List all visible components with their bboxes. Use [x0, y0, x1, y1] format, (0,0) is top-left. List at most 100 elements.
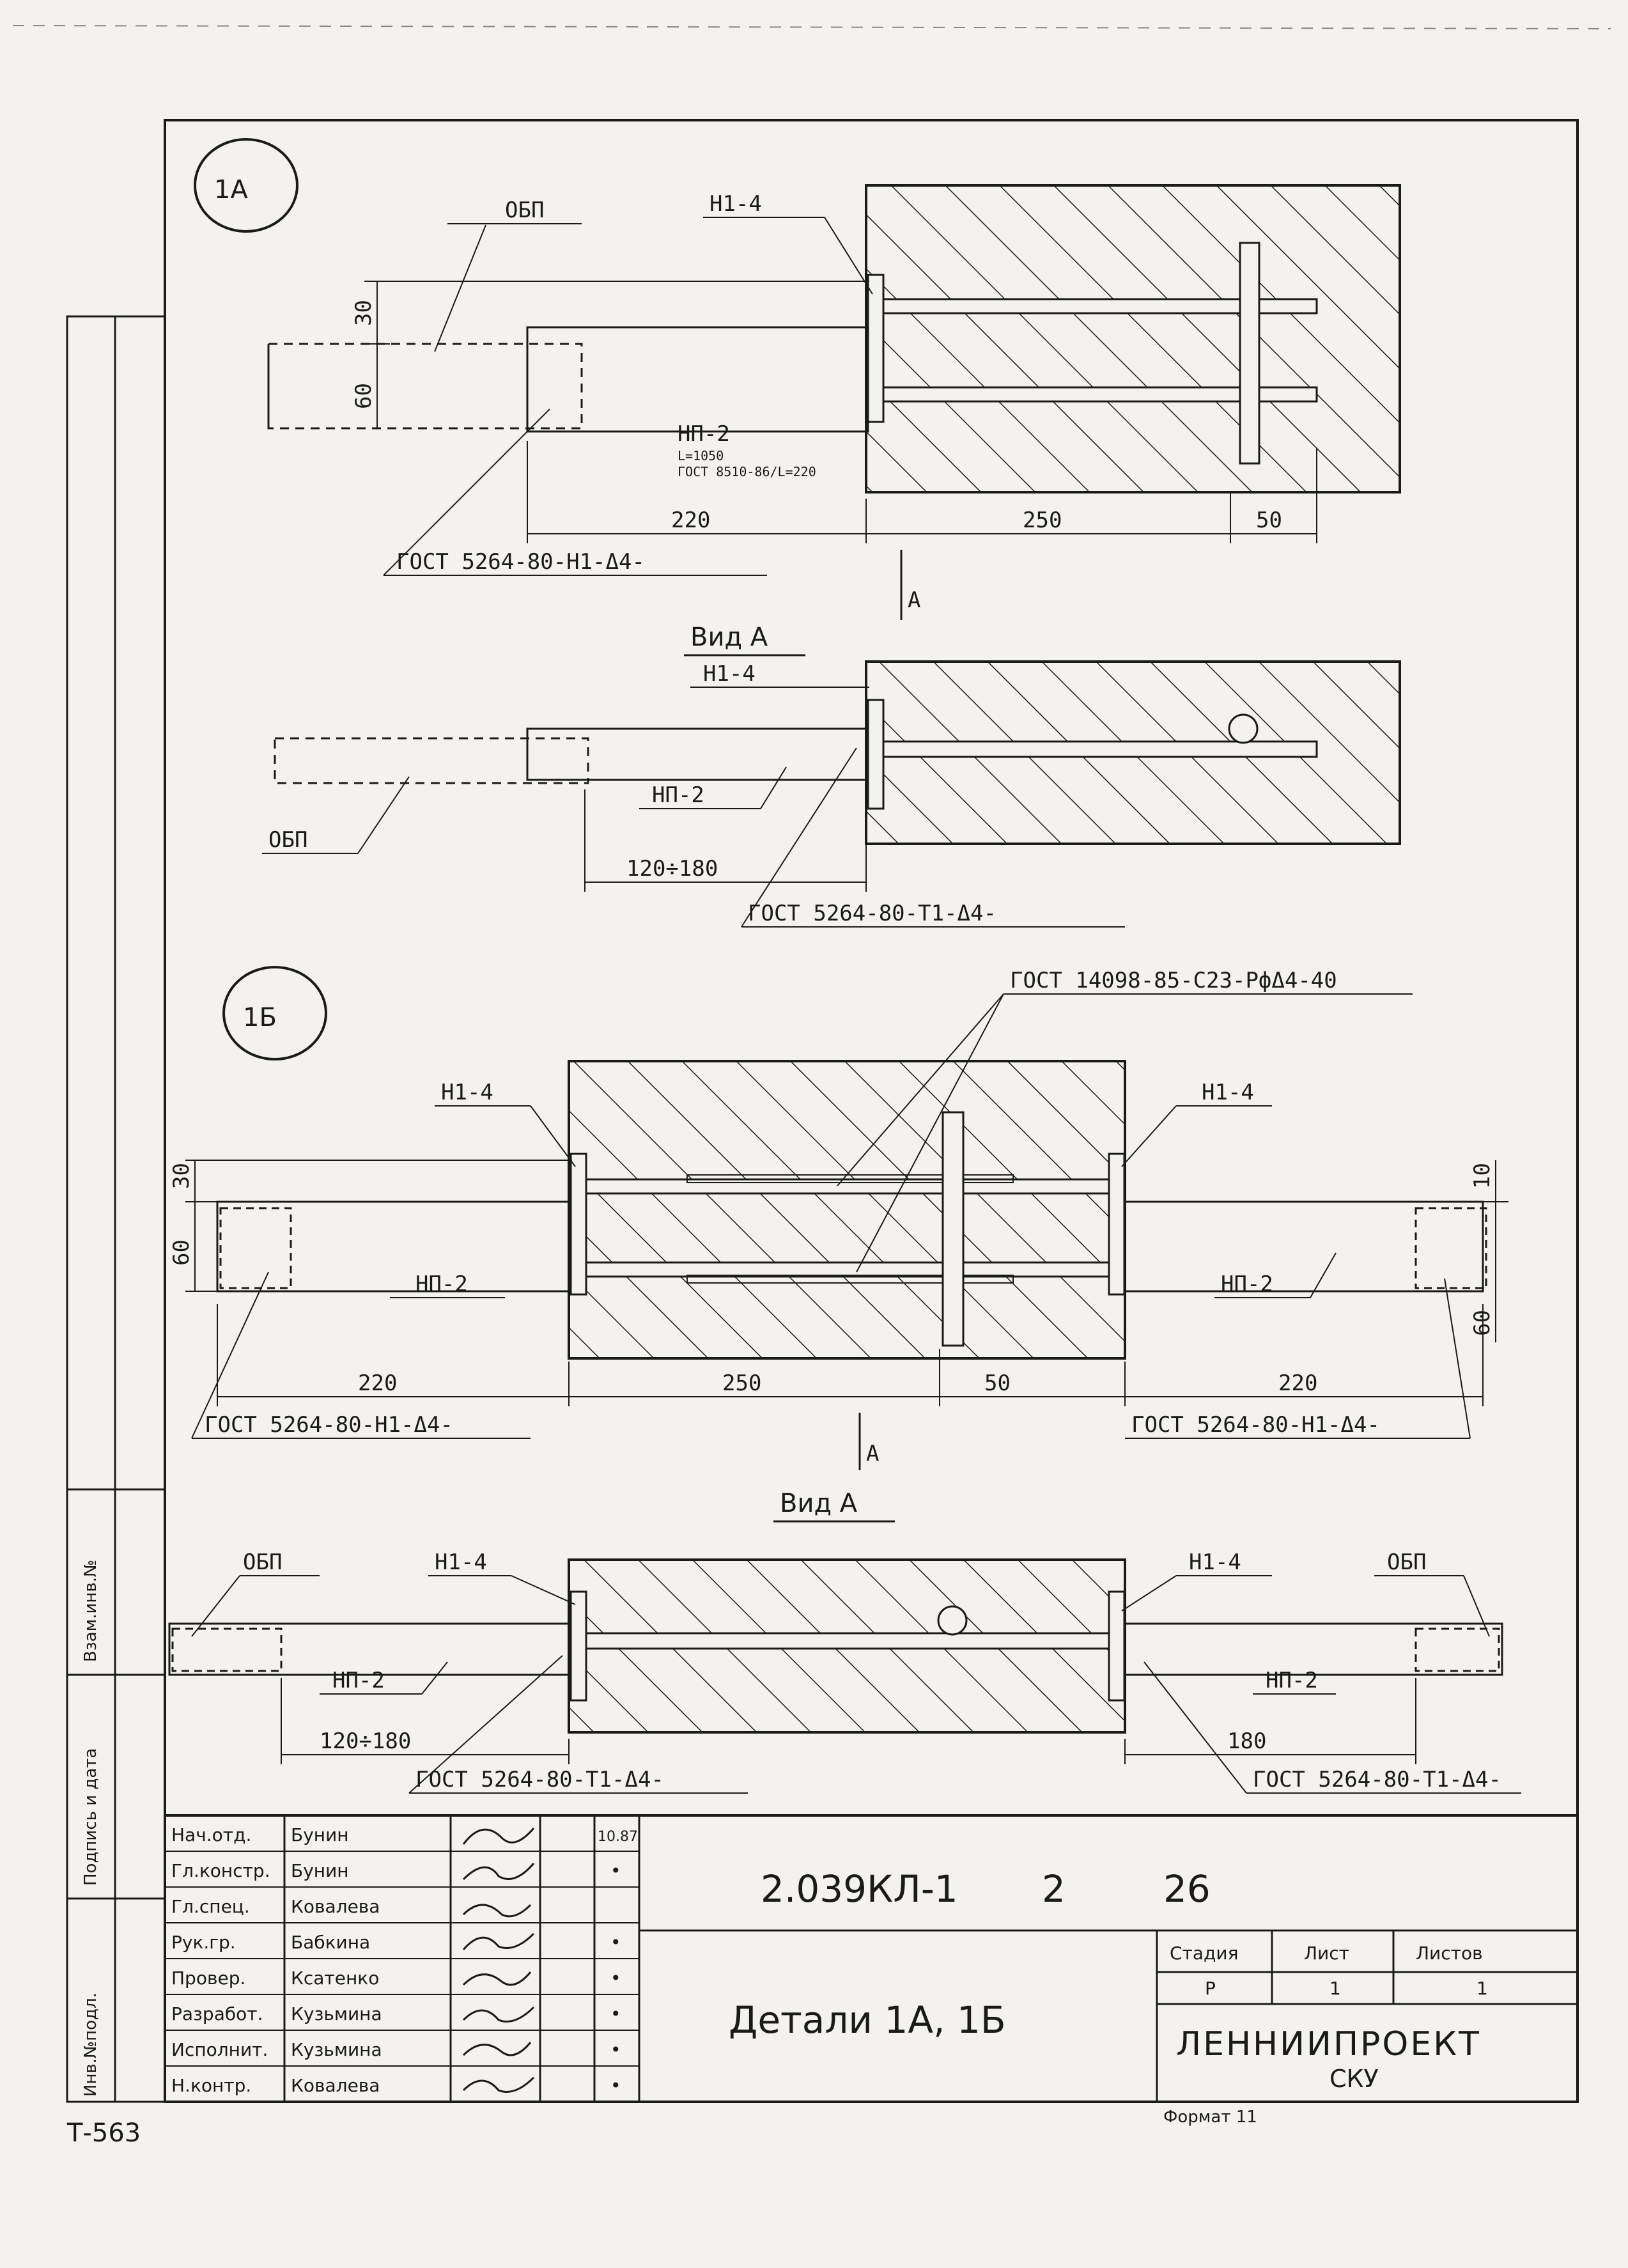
plate-n1-1a: [867, 274, 885, 423]
detail-1b: 1Б 30 60 10 60: [169, 966, 1508, 1470]
plate-n1-view-1b-right: [1108, 1590, 1126, 1702]
svg-text:Бабкина: Бабкина: [291, 1932, 370, 1953]
stage-label: Стадия: [1170, 1943, 1238, 1964]
label-n1-1a: Н1-4: [709, 191, 762, 217]
svg-text:220: 220: [671, 508, 710, 533]
plate-n1-1b-right: [1108, 1153, 1126, 1296]
view-title-1a: Вид А: [690, 623, 768, 652]
org-sub: СКУ: [1330, 2065, 1379, 2093]
stamp-replace-inv: Взам.инв.№: [81, 1560, 100, 1662]
sheets-value: 1: [1477, 1978, 1488, 1999]
svg-text:НП-2: НП-2: [1266, 1668, 1318, 1693]
detail-1a: 1А 30 60 220 250 50: [194, 138, 1401, 620]
svg-text:Гл.спец.: Гл.спец.: [171, 1896, 250, 1917]
svg-text:Бунин: Бунин: [291, 1860, 349, 1881]
svg-text:220: 220: [358, 1371, 397, 1396]
weld-note-view-1b-left: ГОСТ 5264-80-Т1-Δ4-: [415, 1767, 664, 1792]
svg-text:1А: 1А: [214, 175, 248, 205]
beam-np2-view-1b-left: [168, 1622, 572, 1676]
anchor-rod-view-1b: [577, 1632, 1120, 1650]
plate-n1-view-1b-left: [570, 1590, 587, 1702]
section-arrow-1b: А: [866, 1441, 879, 1466]
concrete-wall-1a: [865, 184, 1401, 493]
view-title-1b: Вид А: [780, 1489, 858, 1518]
sheet-ref: Т-563: [66, 2118, 141, 2148]
svg-text:НП-2: НП-2: [652, 782, 704, 808]
svg-text:120÷180: 120÷180: [626, 856, 718, 882]
element-obp-1a: [267, 343, 583, 430]
svg-text:НП-2: НП-2: [332, 1668, 385, 1693]
paper-format: Формат 11: [1163, 2108, 1257, 2127]
doc-code: 2.039КЛ-1: [761, 1867, 958, 1911]
anchor-rod-1b-upper: [577, 1178, 1120, 1195]
plate-n1-1b-left: [570, 1153, 587, 1296]
svg-text:120÷180: 120÷180: [320, 1728, 411, 1754]
sheet-value: 1: [1330, 1978, 1341, 1999]
svg-text:220: 220: [1278, 1371, 1317, 1396]
svg-text:Н1-4: Н1-4: [441, 1080, 493, 1105]
side-stamp: Взам.инв.№ Подпись и дата Инв.№подл.: [66, 315, 166, 2103]
svg-text:30: 30: [351, 300, 376, 326]
svg-text:НП-2: НП-2: [415, 1271, 468, 1297]
svg-text:250: 250: [1023, 508, 1062, 533]
plate-mid-1b: [942, 1111, 965, 1347]
svg-text:Ковалева: Ковалева: [291, 1896, 380, 1917]
sheets-label: Листов: [1416, 1943, 1483, 1964]
obp-end-1b-left: [219, 1207, 292, 1289]
view-a-1b: Вид А ОБП ОБП Н1-4 Н1-4 НП-2 НП-2 120÷18…: [168, 1489, 1521, 1794]
beam-np2-1a: [526, 326, 869, 433]
people-table: Нач.отд. Бунин 10.87 Гл.констр. Бунин • …: [171, 1824, 638, 2096]
svg-text:250: 250: [722, 1371, 761, 1396]
anchor-rod-view-1a: [881, 740, 1318, 758]
anchor-rod-1b-lower: [577, 1261, 1120, 1278]
section-arrow-1a: А: [908, 587, 920, 613]
stage-value: Р: [1205, 1978, 1216, 1999]
svg-text:Исполнит.: Исполнит.: [171, 2039, 268, 2060]
element-obp-view-1a: [274, 737, 589, 784]
svg-text:Ковалева: Ковалева: [291, 2075, 380, 2096]
svg-text:ГОСТ 5264-80-Т1-Δ4-: ГОСТ 5264-80-Т1-Δ4-: [748, 901, 996, 926]
svg-text:Нач.отд.: Нач.отд.: [171, 1824, 251, 1845]
sheet-title: Детали 1А, 1Б: [729, 1998, 1006, 2042]
svg-text:Н1-4: Н1-4: [435, 1550, 487, 1575]
svg-text:НП-2: НП-2: [1221, 1271, 1273, 1297]
svg-text:1Б: 1Б: [243, 1003, 277, 1032]
svg-text:50: 50: [1256, 508, 1282, 533]
svg-text:ОБП: ОБП: [243, 1550, 282, 1575]
svg-text:10: 10: [1469, 1163, 1495, 1189]
obp-end-view-1b-left: [171, 1627, 283, 1672]
rod-section-view-1a: [1228, 713, 1259, 744]
svg-text:Н.контр.: Н.контр.: [171, 2075, 251, 2096]
weld-note-view-1b-right: ГОСТ 5264-80-Т1-Δ4-: [1253, 1767, 1501, 1792]
rod-section-view-1b: [937, 1605, 968, 1636]
stamp-inv-original: Инв.№подл.: [81, 1992, 100, 2097]
label-np2-1a: НП-2: [678, 421, 730, 447]
concrete-wall-1b: [568, 1060, 1126, 1360]
svg-text:•: •: [610, 1860, 621, 1881]
svg-text:Провер.: Провер.: [171, 1968, 245, 1989]
svg-text:•: •: [610, 2075, 621, 2096]
svg-text:50: 50: [984, 1371, 1011, 1396]
svg-text:•: •: [610, 2003, 621, 2024]
plate-n1-view-1a: [867, 699, 885, 810]
plate-back-1a: [1239, 242, 1260, 465]
svg-text:ОБП: ОБП: [1387, 1550, 1426, 1575]
svg-text:Кузьмина: Кузьмина: [291, 2003, 382, 2024]
beam-np2-1b-left: [216, 1200, 572, 1293]
sheet-label: Лист: [1304, 1943, 1349, 1964]
doc-page-no: 26: [1163, 1867, 1211, 1911]
label-np2-note2: ГОСТ 8510-86/L=220: [678, 464, 816, 479]
svg-text:60: 60: [169, 1239, 194, 1266]
weld-note-1a: ГОСТ 5264-80-Н1-Δ4-: [396, 549, 645, 575]
weld-note-1b-left: ГОСТ 5264-80-Н1-Δ4-: [205, 1412, 453, 1438]
svg-text:ОБП: ОБП: [268, 827, 307, 853]
stamp-sign-date: Подпись и дата: [81, 1748, 100, 1886]
svg-text:Бунин: Бунин: [291, 1824, 349, 1845]
view-a-1a: Вид А Н1-4 НП-2 ОБП 120÷180 ГОСТ 5264-80…: [262, 623, 1401, 928]
svg-text:Н1-4: Н1-4: [1202, 1080, 1254, 1105]
svg-text:180: 180: [1227, 1728, 1266, 1754]
svg-text:Кузьмина: Кузьмина: [291, 2039, 382, 2060]
svg-text:Н1-4: Н1-4: [703, 661, 756, 687]
dimensions-1b: 30 60 10 60 220 250 50 220: [169, 1160, 1508, 1406]
beam-np2-view-1b-right: [1124, 1622, 1503, 1676]
